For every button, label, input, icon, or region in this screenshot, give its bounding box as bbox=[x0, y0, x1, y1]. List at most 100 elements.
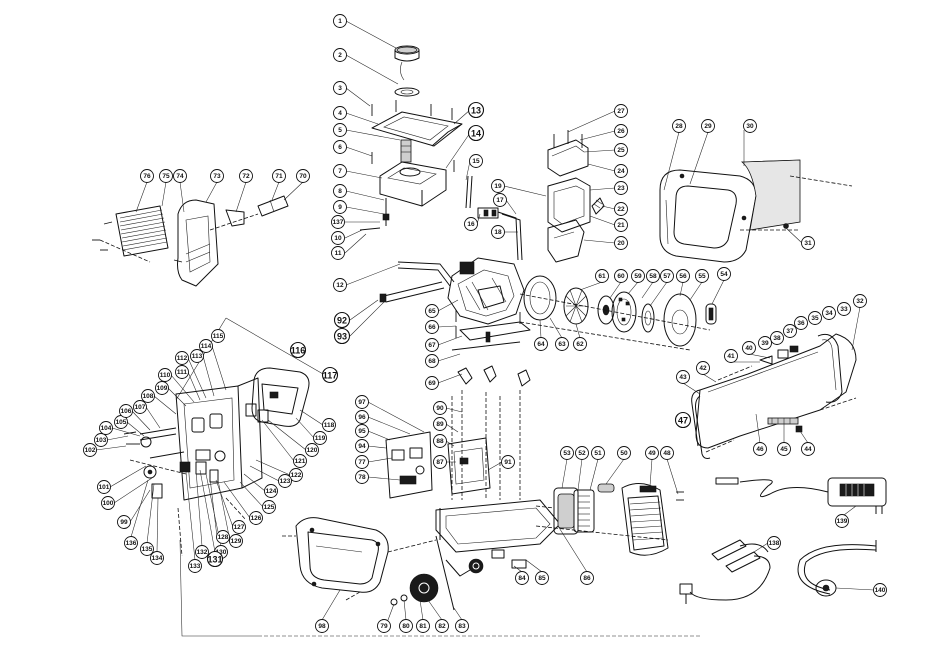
callout-8: 8 bbox=[333, 184, 347, 198]
callout-number: 34 bbox=[825, 310, 833, 317]
callout-115: 115 bbox=[211, 329, 225, 343]
callout-number: 45 bbox=[780, 446, 788, 453]
callout-number: 22 bbox=[617, 206, 625, 213]
callout-number: 101 bbox=[99, 484, 110, 491]
callout-number: 37 bbox=[786, 328, 794, 335]
callout-number: 117 bbox=[323, 371, 338, 381]
callout-number: 110 bbox=[160, 372, 171, 379]
callout-circle bbox=[743, 119, 757, 133]
callout-circle bbox=[216, 530, 230, 544]
callout-circle bbox=[808, 311, 822, 325]
callout-circle bbox=[425, 354, 439, 368]
callout-circle bbox=[195, 545, 209, 559]
callout-43: 43 bbox=[676, 370, 690, 384]
callout-circle bbox=[534, 337, 548, 351]
callout-number: 126 bbox=[251, 515, 262, 522]
flywheel bbox=[641, 303, 655, 333]
callout-circle bbox=[491, 179, 505, 193]
callout-6: 6 bbox=[333, 140, 347, 154]
callout-number: 35 bbox=[811, 315, 819, 322]
callout-number: 39 bbox=[761, 340, 769, 347]
cover-shroud-shaded bbox=[740, 159, 801, 231]
callout-79: 79 bbox=[377, 619, 391, 633]
callout-91: 91 bbox=[501, 455, 515, 469]
callout-number: 5 bbox=[338, 127, 342, 134]
air-filter-cover bbox=[547, 130, 589, 177]
callout-number: 139 bbox=[837, 518, 848, 525]
callout-number: 50 bbox=[620, 450, 628, 457]
base-feet bbox=[468, 549, 527, 574]
callout-number: 140 bbox=[875, 587, 886, 594]
callout-number: 85 bbox=[538, 575, 546, 582]
callout-number: 13 bbox=[471, 106, 481, 116]
callout-52: 52 bbox=[575, 446, 589, 460]
callout-circle bbox=[399, 619, 413, 633]
callout-97: 97 bbox=[355, 395, 369, 409]
callout-112: 112 bbox=[175, 351, 189, 365]
callout-circle bbox=[614, 164, 628, 178]
callout-circle bbox=[293, 454, 307, 468]
callout-number: 36 bbox=[797, 320, 805, 327]
callout-92: 92 bbox=[333, 311, 351, 329]
callout-103: 103 bbox=[94, 433, 108, 447]
callout-circle bbox=[783, 324, 797, 338]
callout-number: 103 bbox=[96, 437, 107, 444]
callout-14: 14 bbox=[467, 124, 485, 142]
callout-58: 58 bbox=[646, 269, 660, 283]
callout-circle bbox=[676, 370, 690, 384]
callout-number: 52 bbox=[578, 450, 586, 457]
callout-circle bbox=[355, 410, 369, 424]
callout-93: 93 bbox=[333, 327, 351, 345]
callout-87: 87 bbox=[433, 455, 447, 469]
callout-number: 120 bbox=[307, 447, 318, 454]
callout-28: 28 bbox=[672, 119, 686, 133]
callout-circle bbox=[646, 269, 660, 283]
callout-circle bbox=[155, 381, 169, 395]
callout-132: 132 bbox=[195, 545, 209, 559]
callout-circle bbox=[133, 400, 147, 414]
callout-104: 104 bbox=[99, 421, 113, 435]
callout-number: 32 bbox=[856, 298, 864, 305]
callout-number: 99 bbox=[120, 519, 128, 526]
air-filter-base bbox=[547, 219, 585, 263]
callout-circle bbox=[159, 169, 173, 183]
callout-number: 115 bbox=[213, 333, 224, 340]
callout-circle bbox=[331, 231, 345, 245]
callout-circle bbox=[333, 81, 347, 95]
callout-90: 90 bbox=[433, 401, 447, 415]
callout-67: 67 bbox=[425, 338, 439, 352]
callout-53: 53 bbox=[560, 446, 574, 460]
callout-circle bbox=[83, 443, 97, 457]
callout-46: 46 bbox=[753, 442, 767, 456]
support-rod-83 bbox=[435, 535, 455, 611]
callout-circle bbox=[777, 442, 791, 456]
callout-number: 102 bbox=[85, 447, 96, 454]
callout-circle bbox=[333, 140, 347, 154]
callout-number: 93 bbox=[337, 332, 347, 342]
callout-number: 25 bbox=[617, 147, 625, 154]
battery-charger-139 bbox=[715, 477, 887, 514]
callout-86: 86 bbox=[580, 571, 594, 585]
callout-circle bbox=[99, 421, 113, 435]
callout-80: 80 bbox=[399, 619, 413, 633]
callout-number: 19 bbox=[494, 183, 502, 190]
callout-circle bbox=[333, 164, 347, 178]
callout-number: 18 bbox=[494, 229, 502, 236]
callout-88: 88 bbox=[433, 434, 447, 448]
base-frame bbox=[435, 499, 561, 553]
callout-circle bbox=[190, 349, 204, 363]
callout-122: 122 bbox=[289, 468, 303, 482]
callout-number: 67 bbox=[428, 342, 436, 349]
callout-number: 74 bbox=[176, 173, 184, 180]
callout-circle bbox=[97, 480, 111, 494]
callout-number: 2 bbox=[338, 52, 342, 59]
callout-19: 19 bbox=[491, 179, 505, 193]
callout-circle bbox=[591, 446, 605, 460]
callout-circle bbox=[501, 455, 515, 469]
callout-circle bbox=[333, 14, 347, 28]
engine-mount-plate bbox=[451, 321, 531, 351]
callout-circle bbox=[794, 316, 808, 330]
callout-number: 38 bbox=[773, 335, 781, 342]
callout-60: 60 bbox=[614, 269, 628, 283]
callout-70: 70 bbox=[296, 169, 310, 183]
